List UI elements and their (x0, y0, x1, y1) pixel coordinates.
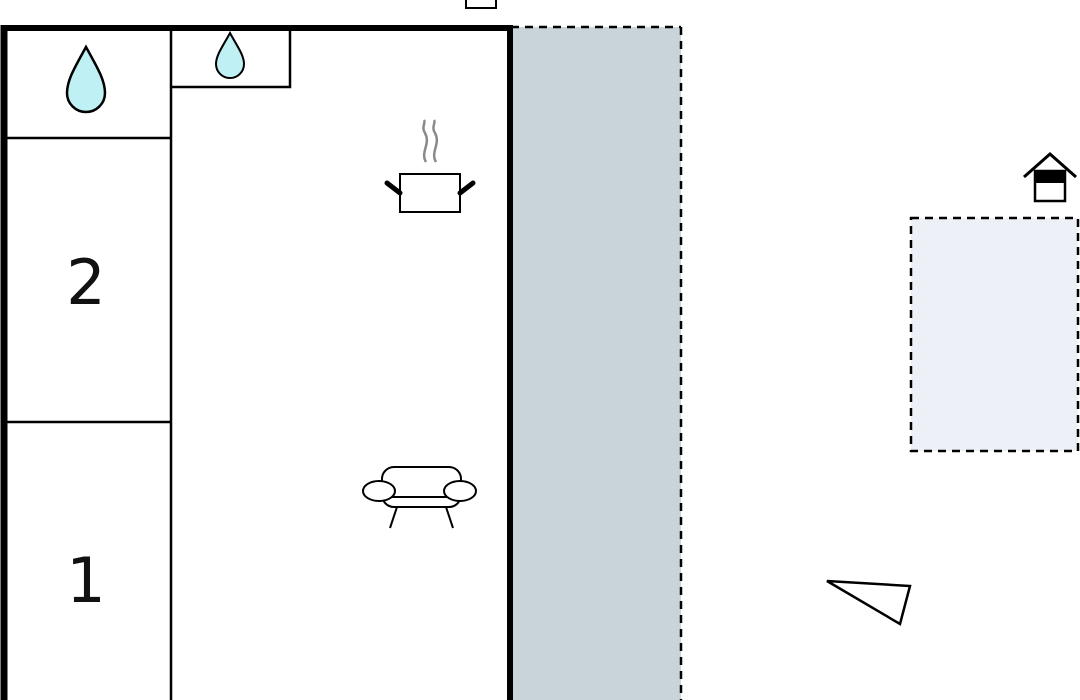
house-icon (1023, 151, 1077, 203)
sofa-icon (362, 466, 477, 529)
room-number: 2 (66, 246, 105, 319)
terrace (511, 25, 683, 700)
room-number: 1 (66, 544, 105, 617)
annex-area (909, 216, 1080, 453)
water-drop-icon (214, 30, 246, 79)
top-marker (465, 0, 497, 9)
water-drop-icon (65, 44, 107, 114)
cooking-pot-icon (384, 119, 476, 213)
triangle-pointer-icon (826, 579, 912, 626)
interior-walls (4, 28, 292, 700)
